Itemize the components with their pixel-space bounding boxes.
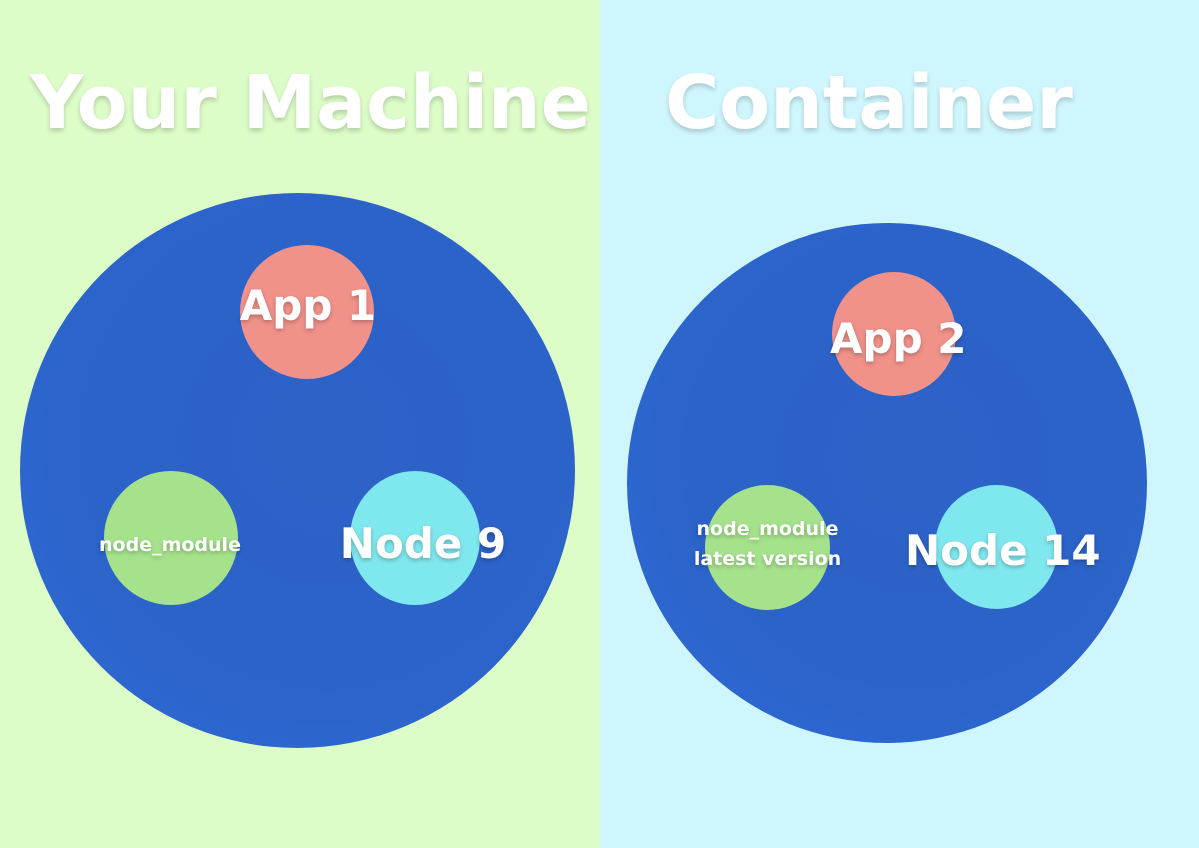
app-2-node [832, 272, 956, 396]
node-9-node [350, 471, 480, 605]
right-panel-title: Container [665, 60, 1073, 146]
node-module-1-node [104, 471, 238, 605]
app-2-label: App 2 [830, 314, 967, 363]
app-1-label: App 1 [239, 281, 377, 330]
node-module-2-label-line2: latest version [693, 548, 842, 570]
app-1-node [240, 245, 374, 379]
node-module-2-node [705, 485, 830, 610]
node-14-label: Node 14 [905, 526, 1101, 575]
node-module-1-label: node_module [99, 534, 241, 556]
node-9-label: Node 9 [339, 519, 507, 568]
node-module-2-label: node_module latest version [685, 514, 850, 574]
node-module-2-label-line1: node_module [696, 518, 839, 540]
node-14-node [935, 485, 1058, 609]
left-panel-title: Your Machine [30, 60, 591, 146]
